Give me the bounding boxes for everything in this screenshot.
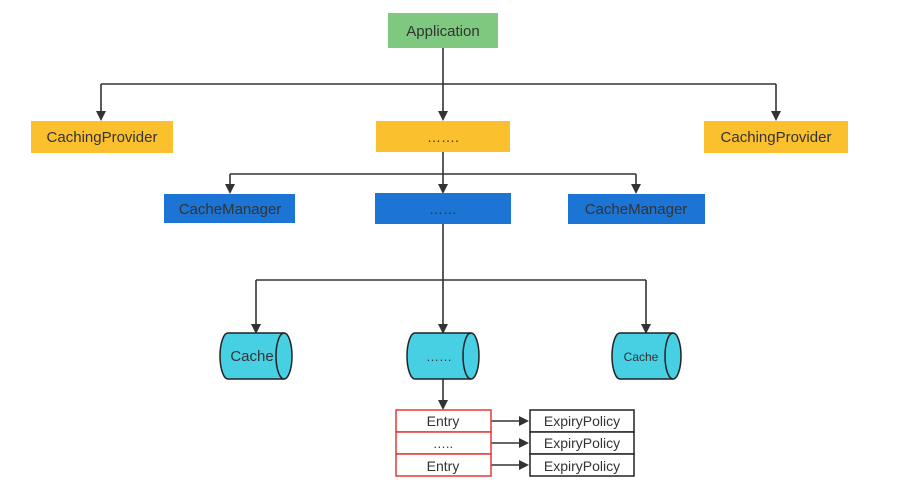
cache-label: ……	[426, 349, 452, 364]
expiry-policy-label: ExpiryPolicy	[544, 458, 620, 474]
application-box	[388, 13, 498, 48]
cache-cylinder-right: Cache	[611, 332, 682, 380]
caching-provider-box	[376, 121, 510, 152]
caching-provider-middle: …….	[376, 121, 510, 152]
connectors-entries-to-policies	[491, 416, 529, 470]
cache-manager-middle: ……	[375, 193, 511, 224]
caching-provider-right: CachingProvider	[704, 121, 848, 153]
entry-label: …..	[433, 436, 453, 451]
cache-end-cap	[275, 332, 285, 380]
cache-manager-label: CacheManager	[585, 201, 688, 218]
entry-row: Entry	[395, 409, 492, 433]
caching-provider-label: …….	[427, 129, 459, 145]
entry-box	[395, 453, 492, 477]
cache-manager-left: CacheManager	[164, 194, 295, 223]
cache-manager-label: ……	[429, 201, 457, 217]
connectors-manager-to-caches	[251, 224, 651, 334]
cache-end-cap	[462, 332, 472, 380]
entry-stack: Entry ….. Entry	[395, 409, 492, 477]
cache-manager-box	[375, 193, 511, 224]
caching-provider-box	[31, 121, 173, 153]
expiry-policy: ExpiryPolicy	[529, 409, 635, 433]
application-node: Application	[388, 13, 498, 48]
cache-manager-label: CacheManager	[179, 201, 282, 218]
expiry-policy-label: ExpiryPolicy	[544, 413, 620, 429]
expiry-policy: ExpiryPolicy	[529, 453, 635, 477]
cache-cylinder-middle: ……	[406, 332, 480, 380]
cache-cylinder-left: Cache	[219, 332, 293, 380]
cache-manager-box	[568, 194, 705, 224]
caching-provider-label: CachingProvider	[721, 129, 832, 146]
entry-row: …..	[395, 431, 492, 455]
expiry-policy-box	[529, 453, 635, 477]
cache-manager-box	[164, 194, 295, 223]
cache-manager-right: CacheManager	[568, 194, 705, 224]
expiry-policy-stack: ExpiryPolicy ExpiryPolicy ExpiryPolicy	[529, 409, 635, 477]
caching-provider-left: CachingProvider	[31, 121, 173, 153]
connectors-provider-to-managers	[225, 152, 641, 194]
entry-row: Entry	[395, 453, 492, 477]
cache-label: Cache	[624, 350, 659, 364]
expiry-policy: ExpiryPolicy	[529, 431, 635, 455]
caching-provider-label: CachingProvider	[47, 129, 158, 146]
entry-label: Entry	[427, 458, 460, 474]
cache-end-cap	[664, 332, 674, 380]
entry-label: Entry	[427, 413, 460, 429]
application-label: Application	[406, 23, 479, 40]
connectors-application-to-providers	[96, 48, 781, 121]
expiry-policy-label: ExpiryPolicy	[544, 435, 620, 451]
caching-provider-box	[704, 121, 848, 153]
cache-label: Cache	[230, 348, 273, 365]
